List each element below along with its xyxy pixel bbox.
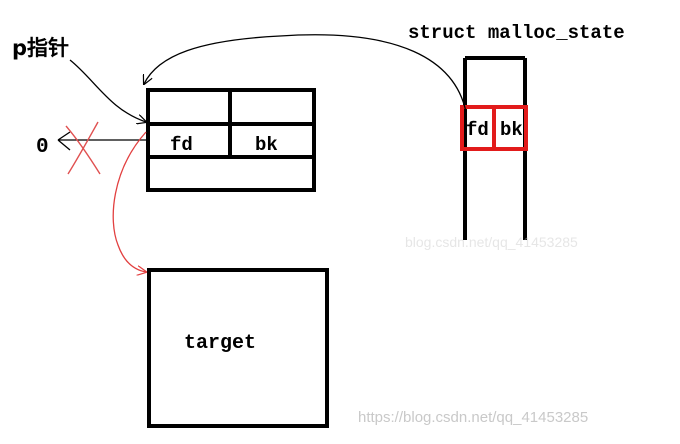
target-box bbox=[147, 268, 329, 428]
cross-mark bbox=[65, 121, 101, 175]
target-label: target bbox=[184, 332, 256, 355]
struct-title: struct malloc_state bbox=[408, 22, 625, 44]
chunk-bk-label: bk bbox=[255, 134, 278, 156]
fd-to-target-arrow bbox=[112, 131, 146, 272]
watermark-faint: blog.csdn.net/qq_41453285 bbox=[405, 234, 578, 250]
zero-arrow bbox=[57, 131, 146, 151]
chunk-box bbox=[146, 88, 316, 192]
state-to-chunk-arrow bbox=[144, 34, 467, 113]
watermark: https://blog.csdn.net/qq_41453285 bbox=[358, 409, 588, 426]
pointer-label: p指针 bbox=[12, 36, 69, 60]
zero-label: 0 bbox=[36, 136, 49, 159]
state-bk-label: bk bbox=[500, 119, 523, 141]
state-bk-cell: bk bbox=[492, 105, 528, 151]
pointer-arrow bbox=[69, 59, 146, 122]
state-fd-label: fd bbox=[466, 119, 489, 141]
chunk-fd-label: fd bbox=[170, 134, 193, 156]
